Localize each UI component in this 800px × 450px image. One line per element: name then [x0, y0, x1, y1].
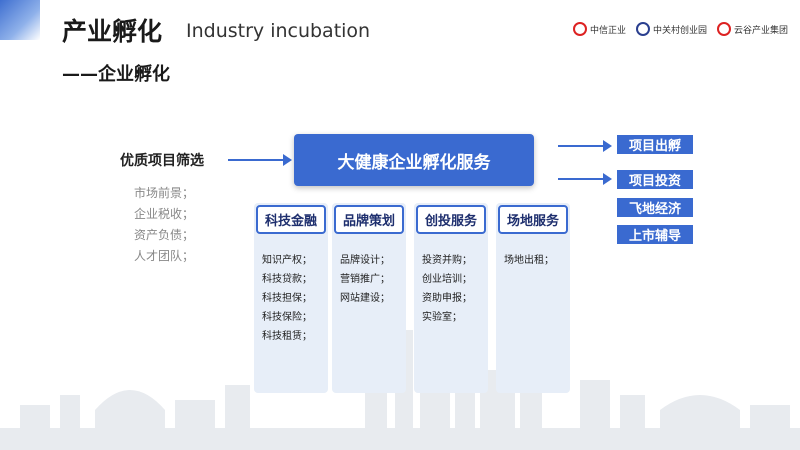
list-item: 场地出租；	[504, 255, 554, 266]
list-item: 实验室；	[422, 312, 462, 323]
page-title-english: Industry incubation	[186, 20, 371, 42]
screening-criteria-list: 市场前景； 企业税收； 资产负债； 人才团队；	[134, 183, 194, 267]
list-item: 资助申报；	[422, 293, 472, 304]
criteria-item: 资产负债；	[134, 228, 195, 242]
list-item: 科技担保；	[262, 293, 312, 304]
service-column-tech-finance: 科技金融 知识产权； 科技贷款； 科技担保； 科技保险； 科技租赁；	[254, 203, 328, 393]
service-column-venue-services: 场地服务 场地出租；	[496, 203, 570, 393]
service-column-brand-planning: 品牌策划 品牌设计； 营销推广； 网站建设；	[332, 203, 406, 393]
list-item: 知识产权；	[262, 255, 312, 266]
outcome-project-investment: 项目投资	[617, 170, 693, 189]
outcome-project-exit: 项目出孵	[617, 135, 693, 154]
arrow-to-center	[228, 154, 292, 166]
logo-text: 中关村创业园	[652, 25, 707, 36]
arrow-to-investment	[558, 173, 612, 185]
logo-yungu: 云谷产业集团	[716, 22, 788, 36]
quality-project-screening-label: 优质项目筛选	[120, 153, 204, 169]
list-item: 科技贷款；	[262, 274, 312, 285]
list-item: 营销推广；	[340, 274, 390, 285]
page-subtitle: ——企业孵化	[62, 64, 170, 85]
logo-text: 中信正业	[589, 25, 626, 36]
arrow-to-incubation-exit	[558, 140, 612, 152]
logo-zgc: 中关村创业园	[635, 22, 707, 36]
corner-decoration	[0, 0, 40, 40]
column-header: 场地服务	[498, 205, 568, 234]
criteria-item: 市场前景；	[134, 186, 195, 200]
outcome-ipo-guidance: 上市辅导	[617, 225, 693, 244]
page-title: 产业孵化	[62, 17, 163, 46]
partner-logos: 中信正业 中关村创业园 云谷产业集团	[572, 22, 788, 36]
column-header: 创投服务	[416, 205, 486, 234]
column-header: 品牌策划	[334, 205, 404, 234]
logo-text: 云谷产业集团	[733, 25, 788, 36]
list-item: 网站建设；	[340, 293, 390, 304]
center-service-box: 大健康企业孵化服务	[294, 134, 534, 186]
logo-citic: 中信正业	[572, 22, 626, 36]
list-item: 科技租赁；	[262, 331, 312, 342]
list-item: 科技保险；	[262, 312, 312, 323]
service-column-venture-services: 创投服务 投资并购； 创业培训； 资助申报； 实验室；	[414, 203, 488, 393]
citic-logo-icon	[572, 22, 587, 36]
list-item: 创业培训；	[422, 274, 472, 285]
outcome-enclave-economy: 飞地经济	[617, 198, 693, 217]
zgc-logo-icon	[635, 22, 650, 36]
criteria-item: 人才团队；	[134, 249, 195, 263]
list-item: 投资并购；	[422, 255, 472, 266]
criteria-item: 企业税收；	[134, 207, 195, 221]
column-header: 科技金融	[256, 205, 326, 234]
list-item: 品牌设计；	[340, 255, 390, 266]
yungu-logo-icon	[716, 22, 731, 36]
